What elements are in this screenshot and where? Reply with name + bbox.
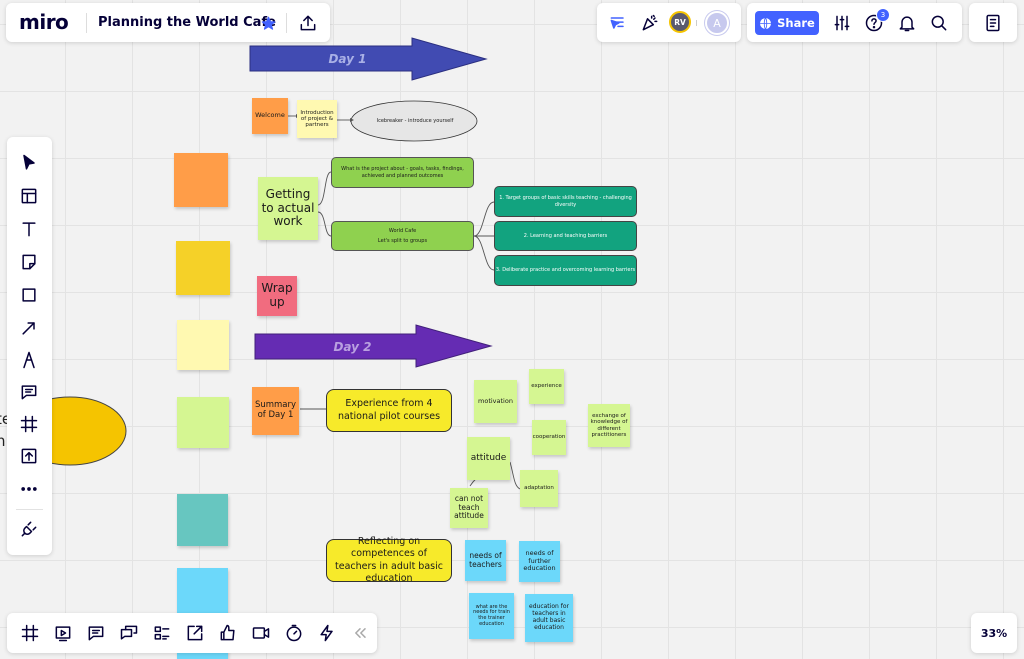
card-icon[interactable]: [145, 618, 178, 648]
share-screen-icon[interactable]: [178, 618, 211, 648]
pen-icon[interactable]: [18, 349, 40, 371]
sticky-yellow-empty[interactable]: [176, 241, 230, 295]
share-label: Share: [777, 16, 815, 30]
frame-icon[interactable]: [18, 413, 40, 435]
sticky-intro[interactable]: Introduction of project & partners: [297, 100, 337, 138]
sticky-welcome[interactable]: Welcome: [252, 98, 288, 134]
header-divider-2: [286, 13, 287, 33]
box-world-cafe[interactable]: World Cafe Let's split to groups: [331, 221, 474, 251]
left-toolbar: [7, 137, 52, 555]
collaboration-panel: RV A: [597, 3, 741, 42]
frames-icon[interactable]: [13, 618, 46, 648]
sticky-education-for[interactable]: education for teachers in adult basic ed…: [525, 594, 573, 642]
star-icon[interactable]: [258, 13, 278, 33]
miro-logo[interactable]: miro: [19, 10, 69, 34]
sticky-wrap-up[interactable]: Wrap up: [257, 276, 297, 316]
video-call-icon[interactable]: [244, 618, 277, 648]
day2-label: Day 2: [333, 339, 372, 354]
box-topic-3[interactable]: 3. Deliberate practice and overcoming le…: [494, 255, 637, 286]
board-header-panel: miro Planning the World Cafe: [6, 3, 330, 42]
globe-icon: [760, 17, 772, 29]
avatar-divider: [696, 20, 697, 26]
bottom-toolbar: [7, 613, 377, 653]
timer-icon[interactable]: [277, 618, 310, 648]
share-button[interactable]: Share: [755, 11, 819, 35]
sticky-motivation[interactable]: motivation: [474, 380, 517, 423]
icebreaker-text: Icebreaker - introduce yourself: [376, 117, 454, 124]
sticky-orange-empty[interactable]: [174, 153, 228, 207]
shape-icon[interactable]: [18, 284, 40, 306]
sticky-getting-to-work[interactable]: Getting to actual work: [258, 177, 318, 240]
sticky-note-icon[interactable]: [18, 251, 40, 273]
collapse-chevrons-icon[interactable]: [343, 618, 376, 648]
avatar-a[interactable]: A: [705, 11, 729, 35]
upload-tool-icon[interactable]: [18, 445, 40, 467]
box-experience-courses[interactable]: Experience from 4 national pilot courses: [326, 389, 452, 432]
avatar-rv[interactable]: RV: [669, 11, 691, 33]
sticky-cooperation[interactable]: cooperation: [532, 420, 566, 455]
board-title[interactable]: Planning the World Cafe: [98, 15, 276, 30]
comment-icon[interactable]: [18, 381, 40, 403]
sticky-teal-empty[interactable]: [177, 494, 228, 546]
sticky-needs-teachers[interactable]: needs of teachers: [465, 540, 506, 581]
sticky-light-yellow-empty[interactable]: [177, 320, 229, 370]
day1-arrow: [249, 37, 488, 81]
tools-panel: Share 3: [747, 3, 962, 42]
sticky-needs-further[interactable]: needs of further education: [519, 541, 560, 582]
templates-icon[interactable]: [18, 185, 40, 207]
connection-line-icon[interactable]: [18, 317, 40, 339]
box-project-about[interactable]: What is the project about - goals, tasks…: [331, 157, 474, 188]
party-popper-icon[interactable]: [639, 12, 661, 34]
voting-thumb-icon[interactable]: [211, 618, 244, 648]
help-icon[interactable]: [863, 12, 885, 34]
notes-icon[interactable]: [982, 12, 1004, 34]
bell-icon[interactable]: [896, 12, 918, 34]
connectors: [288, 115, 521, 490]
sticky-needs-trainer[interactable]: what are the needs for train the trainer…: [469, 593, 514, 639]
more-tools-icon[interactable]: [18, 478, 40, 500]
comments-icon[interactable]: [79, 618, 112, 648]
sticky-experience[interactable]: experience: [529, 369, 564, 404]
box-topic-1[interactable]: 1. Target groups of basic skills teachin…: [494, 186, 637, 217]
notes-panel: [969, 3, 1017, 42]
world-cafe-title: World Cafe: [388, 228, 417, 234]
sticky-cannot-teach[interactable]: can not teach attitude: [450, 488, 488, 528]
apps-plug-icon[interactable]: [18, 518, 40, 540]
box-topic-2[interactable]: 2. Learning and teaching barriers: [494, 221, 637, 251]
sticky-light-green-empty[interactable]: [177, 397, 229, 448]
help-notification-badge: 3: [876, 8, 890, 22]
chat-icon[interactable]: [112, 618, 145, 648]
sticky-attitude[interactable]: attitude: [467, 437, 510, 480]
text-tool-icon[interactable]: [18, 218, 40, 240]
header-divider: [86, 13, 87, 33]
day1-label: Day 1: [328, 51, 367, 66]
zoom-level[interactable]: 33%: [971, 613, 1017, 653]
toolbar-divider: [16, 509, 43, 510]
sticky-exchange[interactable]: exchange of knowledge of different pract…: [588, 404, 630, 447]
box-reflecting[interactable]: Reflecting on competences of teachers in…: [326, 536, 452, 584]
upload-icon[interactable]: [297, 12, 319, 34]
day2-arrow: [254, 324, 493, 368]
power-ups-lightning-icon[interactable]: [310, 618, 343, 648]
search-icon[interactable]: [928, 12, 950, 34]
sticky-adaptation[interactable]: adaptation: [520, 470, 558, 507]
left-oval-text: te n: [0, 410, 11, 450]
sticky-summary-day1[interactable]: Summary of Day 1: [252, 387, 299, 435]
settings-sliders-icon[interactable]: [831, 12, 853, 34]
presentation-icon[interactable]: [46, 618, 79, 648]
select-cursor-icon[interactable]: [18, 152, 40, 174]
reactions-icon[interactable]: [607, 12, 629, 34]
world-cafe-sub: Let's split to groups: [377, 237, 428, 244]
